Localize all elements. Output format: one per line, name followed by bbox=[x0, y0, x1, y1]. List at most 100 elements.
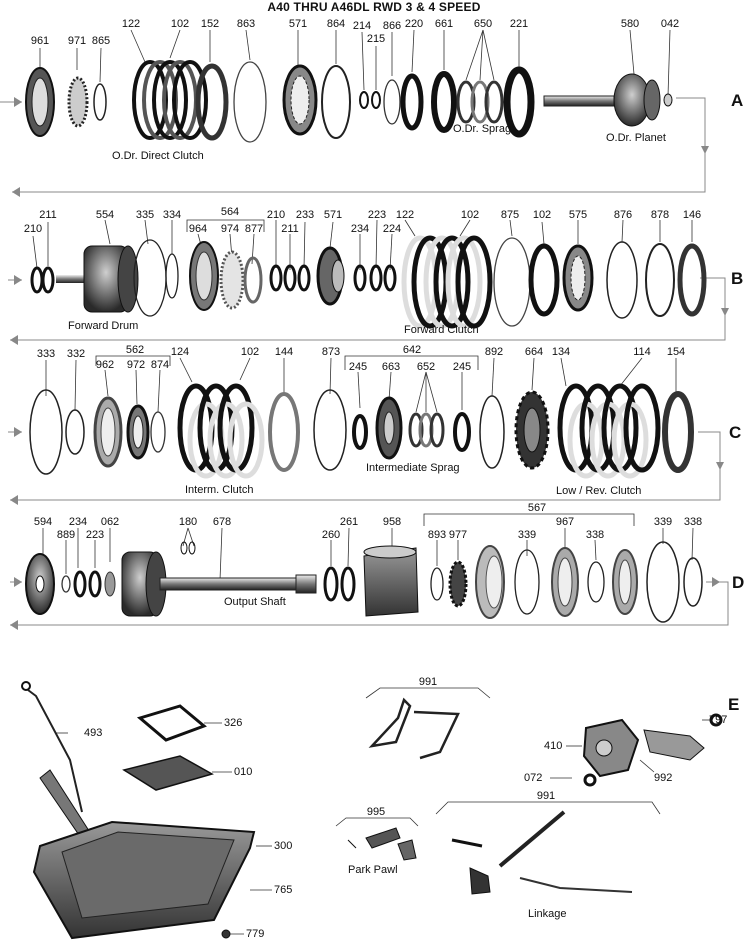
flow-arrowheads bbox=[10, 97, 729, 630]
part-caption: Forward Clutch bbox=[404, 324, 479, 336]
part-label: 335 bbox=[135, 209, 155, 221]
part-label: 971 bbox=[67, 35, 87, 47]
row-letter-a: A bbox=[731, 91, 744, 110]
part-label: 564 bbox=[220, 206, 240, 218]
part-label: 995 bbox=[366, 806, 386, 818]
row-letter-b: B bbox=[731, 269, 744, 288]
part-label: 042 bbox=[660, 18, 680, 30]
diagram-title: A40 THRU A46DL RWD 3 & 4 SPEED bbox=[267, 0, 481, 14]
part-label: 122 bbox=[395, 209, 415, 221]
part-label: 245 bbox=[452, 361, 472, 373]
row-letter-e: E bbox=[728, 695, 740, 714]
part-label: 134 bbox=[551, 346, 571, 358]
part-label: 991 bbox=[536, 790, 556, 802]
part-caption: Low / Rev. Clutch bbox=[556, 485, 642, 497]
part-label: 652 bbox=[416, 361, 436, 373]
part-label: 260 bbox=[321, 529, 341, 541]
row-letter-d: D bbox=[732, 573, 745, 592]
part-label: 873 bbox=[321, 346, 341, 358]
part-label: 567 bbox=[527, 502, 547, 514]
part-label: 874 bbox=[150, 359, 170, 371]
part-label: 223 bbox=[367, 209, 387, 221]
part-label: 661 bbox=[434, 18, 454, 30]
part-label: 211 bbox=[281, 223, 299, 235]
part-label: 223 bbox=[85, 529, 105, 541]
part-label: 863 bbox=[236, 18, 256, 30]
part-label: 234 bbox=[68, 516, 88, 528]
part-label: 233 bbox=[295, 209, 315, 221]
part-label: 215 bbox=[366, 33, 386, 45]
part-caption: Output Shaft bbox=[224, 596, 286, 608]
part-label: 554 bbox=[95, 209, 115, 221]
part-label: 875 bbox=[500, 209, 520, 221]
part-label: 580 bbox=[620, 18, 640, 30]
part-label: 972 bbox=[126, 359, 146, 371]
part-label: 765 bbox=[274, 884, 293, 896]
part-label: 678 bbox=[212, 516, 232, 528]
part-label: 261 bbox=[339, 516, 359, 528]
part-label: 663 bbox=[381, 361, 401, 373]
part-label: 866 bbox=[382, 20, 402, 32]
part-label: 326 bbox=[224, 717, 243, 729]
part-label: 876 bbox=[613, 209, 633, 221]
part-label: 339 bbox=[517, 529, 537, 541]
part-label: 010 bbox=[234, 766, 253, 778]
part-label: 642 bbox=[402, 344, 422, 356]
part-label: 124 bbox=[170, 346, 190, 358]
part-label: 144 bbox=[274, 346, 294, 358]
part-label: 122 bbox=[121, 18, 141, 30]
part-label: 967 bbox=[555, 516, 575, 528]
part-label: 864 bbox=[326, 18, 346, 30]
part-label: 221 bbox=[509, 18, 529, 30]
part-label: 571 bbox=[323, 209, 343, 221]
part-label: 575 bbox=[568, 209, 588, 221]
part-label: 410 bbox=[544, 740, 563, 752]
part-label: 961 bbox=[30, 35, 50, 47]
part-label: 992 bbox=[654, 772, 673, 784]
part-label: 072 bbox=[524, 772, 543, 784]
part-label: 964 bbox=[188, 223, 208, 235]
part-label: 146 bbox=[682, 209, 702, 221]
part-label: 650 bbox=[473, 18, 493, 30]
part-label: 224 bbox=[382, 223, 402, 235]
part-label: 562 bbox=[125, 344, 145, 356]
part-label: 962 bbox=[95, 359, 115, 371]
part-label: 152 bbox=[200, 18, 220, 30]
part-label: 991 bbox=[418, 676, 438, 688]
part-label: 974 bbox=[220, 223, 240, 235]
part-label: 338 bbox=[585, 529, 605, 541]
part-label: 114 bbox=[633, 346, 651, 358]
row-b-parts bbox=[30, 235, 707, 329]
part-caption: Forward Drum bbox=[68, 320, 139, 332]
part-label: 977 bbox=[448, 529, 468, 541]
part-label: 214 bbox=[352, 20, 372, 32]
part-caption: O.Dr. Planet bbox=[606, 132, 666, 144]
part-label: 062 bbox=[100, 516, 120, 528]
part-caption: O.Dr. Sprag bbox=[453, 123, 512, 135]
part-label: 234 bbox=[350, 223, 370, 235]
part-label: 664 bbox=[524, 346, 544, 358]
part-label: 220 bbox=[404, 18, 424, 30]
part-label: 102 bbox=[240, 346, 260, 358]
part-label: 210 bbox=[23, 223, 43, 235]
part-caption: Park Pawl bbox=[348, 864, 398, 876]
part-label: 878 bbox=[650, 209, 670, 221]
part-label: 571 bbox=[288, 18, 308, 30]
part-label: 892 bbox=[484, 346, 504, 358]
part-label: 211 bbox=[39, 209, 57, 221]
part-caption: O.Dr. Direct Clutch bbox=[112, 150, 204, 162]
row-a-parts bbox=[25, 60, 673, 143]
part-label: 180 bbox=[178, 516, 198, 528]
part-label: 300 bbox=[274, 840, 293, 852]
part-label: 958 bbox=[382, 516, 402, 528]
part-label: 493 bbox=[84, 727, 103, 739]
part-label: 338 bbox=[683, 516, 703, 528]
section-e-parts bbox=[21, 681, 723, 940]
part-label: 102 bbox=[460, 209, 480, 221]
part-label: 245 bbox=[348, 361, 368, 373]
part-label: 594 bbox=[33, 516, 53, 528]
part-caption: Interm. Clutch bbox=[185, 484, 254, 496]
row-c-parts bbox=[29, 383, 694, 479]
